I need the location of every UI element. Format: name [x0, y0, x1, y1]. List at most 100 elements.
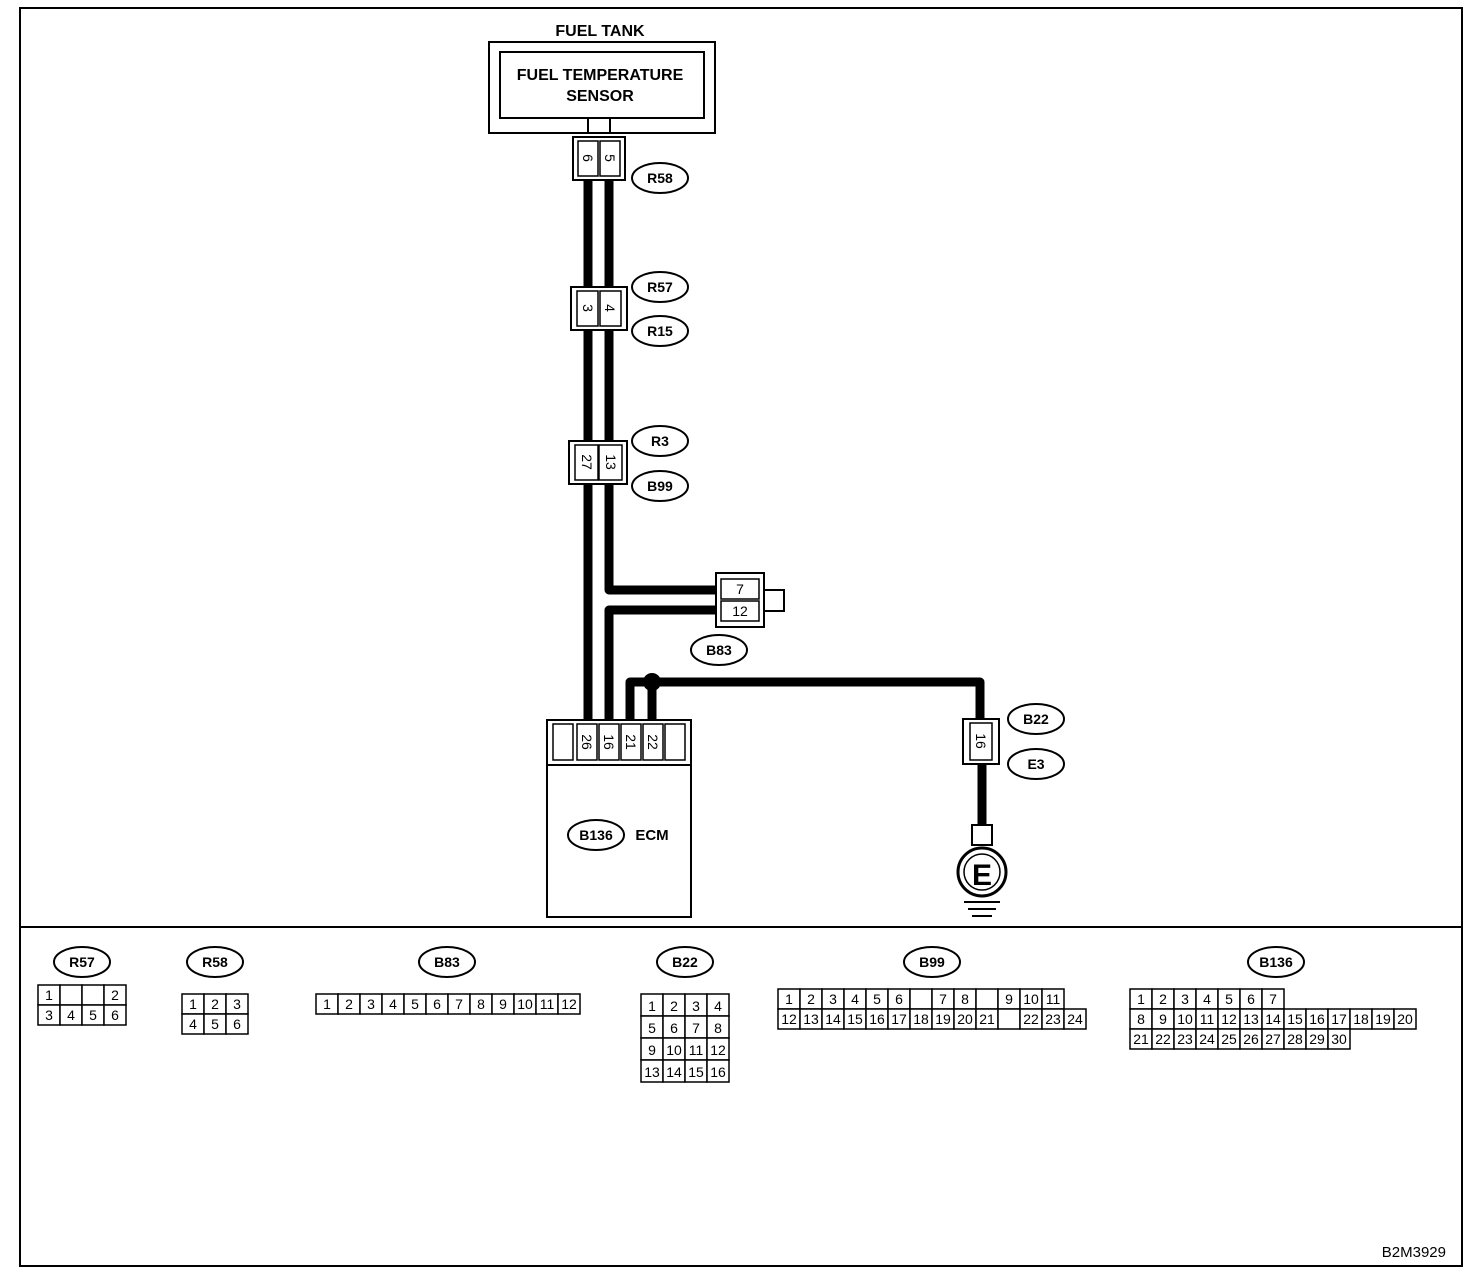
ecm-label: ECM: [635, 827, 668, 844]
legend-pin: 5: [89, 1007, 97, 1023]
tag-e3: E3: [1007, 748, 1065, 780]
tag-r3: R3: [631, 425, 689, 457]
ecm-module: 26 16 21 22 B136 ECM: [546, 719, 692, 918]
legend-pin: 7: [692, 1020, 700, 1036]
legend-pin: 5: [411, 996, 419, 1012]
legend-pin: 3: [233, 996, 241, 1012]
legend-pin: 18: [913, 1011, 929, 1027]
fuel-temperature-sensor-box: [499, 51, 705, 119]
legend-pin: 12: [710, 1042, 726, 1058]
legend-pin: 3: [367, 996, 375, 1012]
sensor-label-line2: SENSOR: [566, 88, 634, 105]
legend-pin: 6: [233, 1016, 241, 1032]
legend-pin: 15: [688, 1064, 704, 1080]
svg-text:R15: R15: [647, 323, 673, 339]
legend-pin: 14: [666, 1064, 682, 1080]
legend-tag: R57: [69, 954, 95, 970]
legend-pin: 9: [499, 996, 507, 1012]
legend-pin: 7: [939, 991, 947, 1007]
legend-pin: 13: [803, 1011, 819, 1027]
legend-pin: 16: [1309, 1011, 1325, 1027]
legend-pin: 12: [781, 1011, 797, 1027]
legend-pin: 1: [189, 996, 197, 1012]
legend-pin: 14: [1265, 1011, 1281, 1027]
legend-pin: 11: [1046, 991, 1061, 1007]
legend-pin: 4: [714, 998, 722, 1014]
legend-pin: 3: [829, 991, 837, 1007]
legend-pin: 22: [1155, 1031, 1171, 1047]
legend-pin: 6: [433, 996, 441, 1012]
legend-pin: 1: [1137, 991, 1145, 1007]
legend-tag: R58: [202, 954, 228, 970]
legend-pin: 27: [1265, 1031, 1281, 1047]
legend-pin: 10: [1023, 991, 1039, 1007]
legend-pin: 1: [45, 987, 53, 1003]
connector-b22-e3: 16: [962, 718, 1000, 765]
legend-pin: 30: [1331, 1031, 1347, 1047]
ecm-pin-22: 22: [645, 734, 661, 750]
legend-pin: 10: [666, 1042, 682, 1058]
sensor-label-line1: FUEL TEMPERATURE: [517, 67, 684, 84]
legend-pin: 22: [1023, 1011, 1039, 1027]
b83-pin-7: 7: [736, 581, 744, 597]
legend-pin: 21: [1133, 1031, 1149, 1047]
legend-tag: B136: [1259, 954, 1293, 970]
legend-pin: 6: [670, 1020, 678, 1036]
legend-pin: 2: [670, 998, 678, 1014]
legend-pin: 10: [517, 996, 533, 1012]
legend-pin: 1: [785, 991, 793, 1007]
legend-pin: 1: [648, 998, 656, 1014]
ground-symbol: E: [956, 824, 1008, 917]
legend-pin: 9: [648, 1042, 656, 1058]
wire-ecm-ground: [625, 677, 985, 720]
legend-pin: 8: [1137, 1011, 1145, 1027]
legend-pin: 19: [1375, 1011, 1391, 1027]
legend-pin: 20: [1397, 1011, 1413, 1027]
legend-pin: 5: [211, 1016, 219, 1032]
r57-pin-4: 4: [602, 304, 618, 312]
legend-pin: 4: [389, 996, 397, 1012]
ecm-pin-26: 26: [579, 734, 595, 750]
svg-text:B99: B99: [647, 478, 673, 494]
legend-pin: 2: [111, 987, 119, 1003]
legend-pin: 20: [957, 1011, 973, 1027]
svg-text:E3: E3: [1027, 756, 1044, 772]
connector-b83: 7 12: [715, 572, 785, 628]
tag-b22: B22: [1007, 703, 1065, 735]
legend-pin: 12: [1221, 1011, 1237, 1027]
r3-pin-27: 27: [579, 454, 595, 470]
tag-r57: R57: [631, 271, 689, 303]
connector-r3-b99: 27 13: [568, 440, 628, 485]
legend-pin: 2: [211, 996, 219, 1012]
legend-pin: 19: [935, 1011, 951, 1027]
legend-pin: 28: [1287, 1031, 1303, 1047]
legend-pin: 7: [455, 996, 463, 1012]
tag-r15: R15: [631, 315, 689, 347]
fuel-tank-label: FUEL TANK: [555, 23, 645, 40]
ecm-pin-16: 16: [601, 734, 617, 750]
legend-pin: 5: [873, 991, 881, 1007]
wire-b83-12-to-ecm-16: [604, 605, 720, 720]
legend-pin: 7: [1269, 991, 1277, 1007]
ecm-pin-21: 21: [623, 734, 639, 750]
legend-pin: 11: [1200, 1011, 1215, 1027]
legend-pin: 6: [895, 991, 903, 1007]
legend-pin: 9: [1159, 1011, 1167, 1027]
legend-pin: 9: [1005, 991, 1013, 1007]
tag-b136: B136: [579, 827, 613, 843]
legend-pin: 11: [540, 996, 555, 1012]
b22-pin-16: 16: [973, 733, 989, 749]
legend-pin: 17: [1331, 1011, 1347, 1027]
legend-tag: B99: [919, 954, 945, 970]
legend-pin: 8: [714, 1020, 722, 1036]
splice-point: [643, 673, 661, 691]
legend-pin: 3: [1181, 991, 1189, 1007]
r58-pin-6: 6: [580, 154, 596, 162]
svg-text:R57: R57: [647, 279, 673, 295]
legend-pin: 2: [1159, 991, 1167, 1007]
legend-pin: 15: [1287, 1011, 1303, 1027]
